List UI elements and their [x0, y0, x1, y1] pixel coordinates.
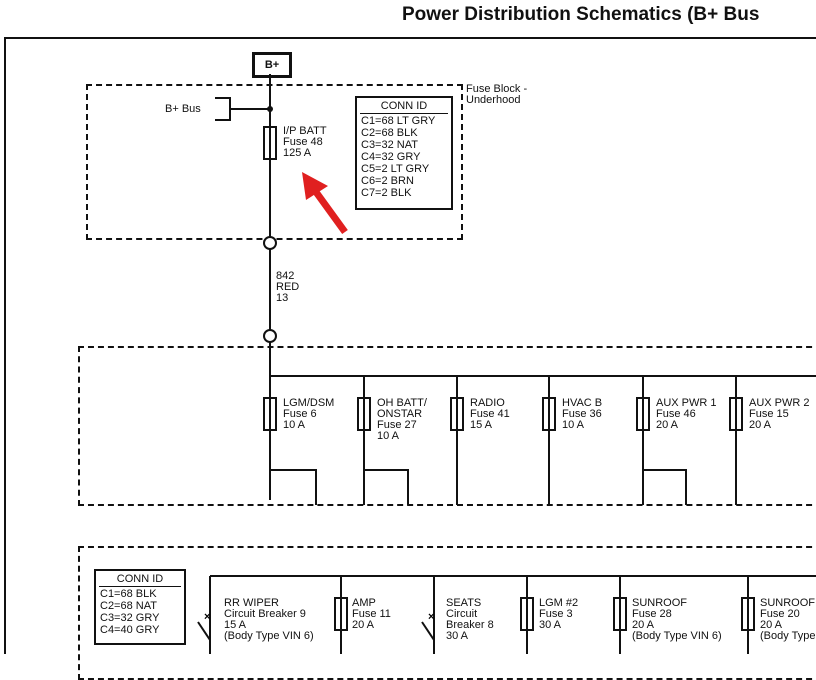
- wire-color: RED: [276, 281, 300, 293]
- row2-device-label: LGM #2 Fuse 3 30 A: [539, 598, 578, 631]
- row2-branch-6: [741, 576, 755, 654]
- row1-branch-1: [263, 397, 317, 505]
- device-name: SUNROOF: [760, 597, 815, 609]
- row1-branch-2: [357, 376, 409, 505]
- fuse-block-label: Fuse Block - Underhood: [466, 83, 528, 106]
- wire-gauge: 13: [276, 292, 289, 304]
- fuse-name: LGM/DSM: [283, 397, 335, 409]
- conn-id-table-top: CONN ID C1=68 LT GRY C2=68 BLK C3=32 NAT…: [355, 96, 453, 210]
- conn-id-row: C3=32 NAT: [361, 139, 418, 151]
- red-arrow-indicator: [302, 172, 348, 235]
- conn-id-row: C4=32 GRY: [361, 151, 421, 163]
- conn-id-row: C1=68 BLK: [100, 588, 157, 600]
- row2-branch-1: ×: [197, 576, 211, 654]
- row2-branch-5: [613, 576, 627, 654]
- connector-upper: [263, 236, 277, 250]
- svg-text:×: ×: [428, 611, 434, 623]
- bplus-bus-label: B+ Bus: [165, 103, 201, 115]
- fuse-name: OH BATT/: [377, 397, 427, 409]
- fuse-detail: Fuse 36 10 A: [562, 408, 602, 431]
- device-detail: Fuse 11 20 A: [352, 608, 391, 631]
- row1-branch-4: [542, 376, 556, 505]
- main-fuse-rating: 125 A: [283, 147, 312, 159]
- fuse-name: RADIO: [470, 397, 505, 409]
- fuse-name: AUX PWR 2: [749, 397, 810, 409]
- row1-branch-3: [450, 376, 464, 505]
- device-detail: Circuit Breaker 9 15 A (Body Type VIN 6): [224, 608, 314, 642]
- conn-id-header: CONN ID: [360, 100, 448, 114]
- main-fuse-label: I/P BATT Fuse 48 125 A: [283, 126, 327, 159]
- frame-top-border: [4, 37, 816, 39]
- main-fuse-number: Fuse 48: [283, 136, 323, 148]
- row2-device-label: AMP Fuse 11 20 A: [352, 598, 391, 631]
- conn-id-row: C7=2 BLK: [361, 187, 412, 199]
- row2-branch-4: [520, 576, 534, 654]
- row2-device-label: SEATS Circuit Breaker 8 30 A: [446, 598, 494, 642]
- conn-id-row: C5=2 LT GRY: [361, 163, 430, 175]
- row1-fuse-label: AUX PWR 2 Fuse 15 20 A: [749, 398, 810, 431]
- conn-id-row: C3=32 GRY: [100, 612, 160, 624]
- conn-id-row: C1=68 LT GRY: [361, 115, 436, 127]
- row2-device-label: SUNROOF Fuse 28 20 A (Body Type VIN 6): [632, 598, 722, 642]
- row2-device-label: RR WIPER Circuit Breaker 9 15 A (Body Ty…: [224, 598, 314, 642]
- fuse-detail: Fuse 15 20 A: [749, 408, 789, 431]
- device-name: SUNROOF: [632, 597, 687, 609]
- fuse-group-row1-box: [78, 346, 816, 506]
- row1-branch-5: [636, 376, 687, 505]
- row1-fuse-label: AUX PWR 1 Fuse 46 20 A: [656, 398, 717, 431]
- fuse-name: AUX PWR 1: [656, 397, 717, 409]
- row1-fuse-label: HVAC B Fuse 36 10 A: [562, 398, 602, 431]
- row2-branch-3: ×: [421, 576, 435, 654]
- bplus-bus-bracket: [215, 97, 231, 121]
- bplus-terminal: B+: [252, 52, 292, 78]
- device-detail: Circuit Breaker 8 30 A: [446, 608, 494, 642]
- fuse-detail: Fuse 46 20 A: [656, 408, 696, 431]
- fuse-detail: Fuse 41 15 A: [470, 408, 510, 431]
- row1-fuse-label: LGM/DSM Fuse 6 10 A: [283, 398, 334, 431]
- connector-lower: [263, 329, 277, 343]
- frame-left-border: [4, 37, 6, 654]
- main-wire-label: 842 RED 13: [276, 271, 299, 304]
- row1-fuse-label: OH BATT/ ONSTAR Fuse 27 10 A: [377, 398, 427, 442]
- conn-id-row: C6=2 BRN: [361, 175, 414, 187]
- conn-id-header: CONN ID: [99, 573, 181, 587]
- device-name: AMP: [352, 597, 376, 609]
- splice-dot: [267, 106, 273, 112]
- conn-id-table-bottom: CONN ID C1=68 BLK C2=68 NAT C3=32 GRY C4…: [94, 569, 186, 645]
- device-detail: Fuse 20 20 A (Body Type: [760, 608, 816, 642]
- device-name: SEATS: [446, 597, 482, 609]
- device-name: LGM #2: [539, 597, 579, 609]
- row2-device-label: SUNROOF Fuse 20 20 A (Body Type: [760, 598, 815, 642]
- main-fuse-symbol: [263, 126, 277, 160]
- conn-id-row: C2=68 BLK: [361, 127, 418, 139]
- fuse-detail: ONSTAR Fuse 27 10 A: [377, 408, 423, 442]
- row2-branch-2: [334, 576, 348, 654]
- row1-branch-6: [729, 376, 743, 505]
- diagram-title: Power Distribution Schematics (B+ Bus: [402, 4, 760, 25]
- device-name: RR WIPER: [224, 597, 279, 609]
- conn-id-row: C4=40 GRY: [100, 624, 160, 636]
- fuse-detail: Fuse 6 10 A: [283, 408, 317, 431]
- wire-circuit-number: 842: [276, 270, 295, 282]
- device-detail: Fuse 3 30 A: [539, 608, 573, 631]
- row1-fuse-label: RADIO Fuse 41 15 A: [470, 398, 510, 431]
- wiring-diagram: × ×: [197, 74, 816, 654]
- device-detail: Fuse 28 20 A (Body Type VIN 6): [632, 608, 722, 642]
- conn-id-row: C2=68 NAT: [100, 600, 157, 612]
- fuse-name: HVAC B: [562, 397, 603, 409]
- main-fuse-name: I/P BATT: [283, 125, 327, 137]
- svg-text:×: ×: [204, 611, 210, 623]
